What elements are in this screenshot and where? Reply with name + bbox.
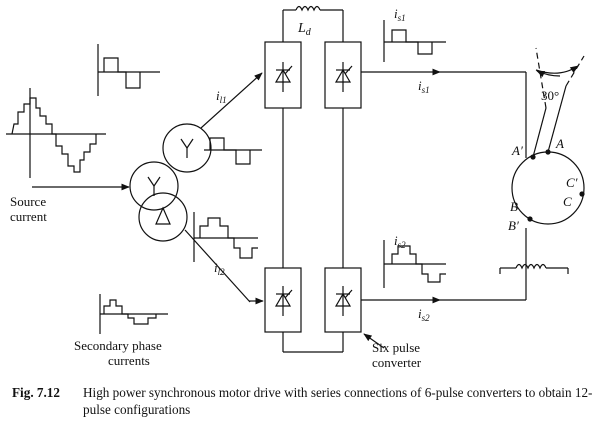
motor-drive-diagram: Ld is1 is1 is2 is2 il1 il2 30° A′ A C′ C… (6, 5, 585, 370)
motor-terminals (527, 149, 585, 222)
dc-link-top (282, 5, 344, 42)
label-six-pulse-line2: converter (372, 355, 422, 370)
feeder-il1 (200, 72, 263, 129)
waveform-secondary-phase (99, 294, 168, 334)
label-is2: i (418, 306, 422, 321)
svg-text:il2: il2 (214, 260, 225, 277)
caption-number: Fig. 7.12 (12, 385, 60, 400)
waveform-source-current (6, 88, 106, 178)
label-angle: 30° (541, 88, 559, 103)
label-is2-waveform: i (394, 233, 398, 248)
label-is1-waveform: i (394, 6, 398, 21)
waveform-wye-phase (204, 137, 262, 165)
label-source-line1: Source (10, 194, 46, 209)
wye-symbol-primary (147, 176, 161, 196)
svg-text:Ld: Ld (297, 21, 312, 38)
label-a-prime: A′ (511, 143, 523, 158)
waveform-il1 (97, 44, 160, 96)
wye-symbol-upper (180, 138, 194, 158)
transformer-primary-wye (129, 161, 179, 211)
label-six-pulse-line1: Six pulse (372, 340, 420, 355)
upper-rectifier-bridge (264, 41, 302, 109)
transformer-secondary-delta (138, 192, 188, 242)
label-secondary-line2: currents (108, 353, 150, 368)
feeder-il2 (184, 229, 251, 303)
output-is1 (361, 68, 527, 158)
svg-text:il1: il1 (216, 88, 227, 105)
field-winding (499, 263, 569, 274)
label-is1: i (418, 78, 422, 93)
svg-text:is2: is2 (394, 233, 406, 250)
label-source-line2: current (10, 209, 47, 224)
label-il2: i (214, 260, 218, 275)
dc-link-series (282, 108, 344, 353)
label-a: A (555, 136, 564, 151)
lower-rectifier-bridge (264, 267, 302, 333)
waveform-il2 (193, 212, 258, 262)
label-ld: L (297, 21, 306, 36)
label-b: B (510, 199, 518, 214)
delta-symbol (155, 206, 171, 225)
six-pulse-pointer (363, 333, 385, 349)
label-secondary-line1: Secondary phase (74, 338, 162, 353)
label-il1: i (216, 88, 220, 103)
output-is2 (361, 228, 527, 304)
label-b-prime: B′ (508, 218, 519, 233)
caption-text: High power synchronous motor drive with … (83, 385, 593, 417)
upper-inverter-bridge (324, 41, 362, 109)
svg-text:is1: is1 (394, 6, 406, 23)
label-c: C (563, 194, 572, 209)
svg-text:is2: is2 (418, 306, 430, 323)
svg-text:is1: is1 (418, 78, 430, 95)
waveform-is1 (383, 20, 446, 62)
waveform-is2 (383, 240, 446, 288)
transformer-secondary-wye (162, 123, 212, 173)
label-c-prime: C′ (566, 175, 578, 190)
lower-inverter-bridge (324, 267, 362, 333)
